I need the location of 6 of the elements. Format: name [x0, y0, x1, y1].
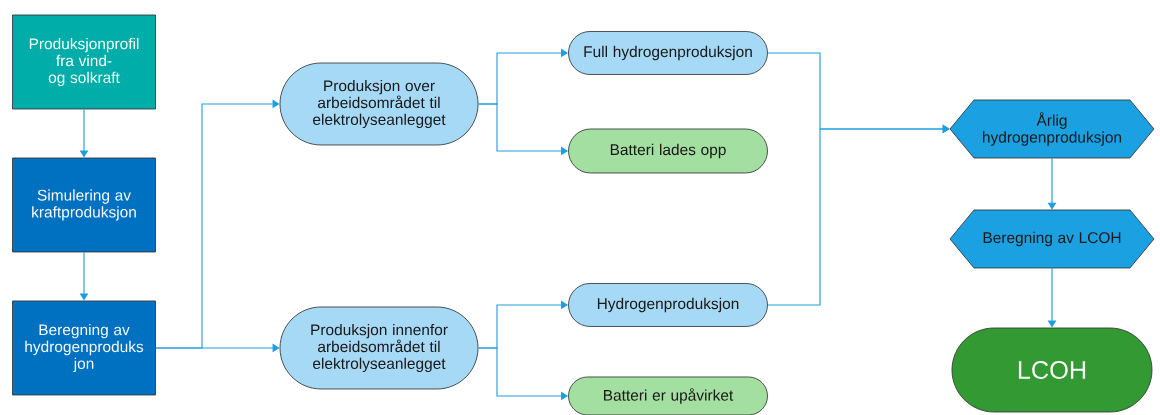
process-box: Beregning av hydrogenproduks jon [12, 300, 156, 396]
preparation-hexagon: Beregning av LCOH [949, 209, 1155, 269]
process-box: Simulering av kraftproduksjon [12, 157, 156, 253]
preparation-hexagon: Årlig hydrogenproduksjon [949, 99, 1155, 159]
process-box: Produksjonprofil fra vind- og solkraft [12, 14, 156, 110]
arrow [767, 124, 950, 306]
